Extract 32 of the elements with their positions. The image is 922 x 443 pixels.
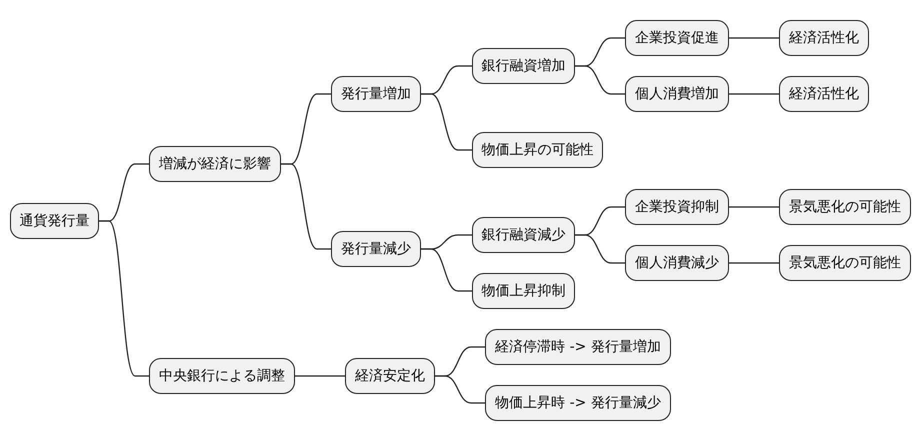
- topic-box: 企業投資促進: [625, 20, 729, 56]
- connector-line: [421, 248, 472, 292]
- topic-box: 銀行融資増加: [472, 48, 575, 84]
- topic-box: 個人消費減少: [625, 245, 729, 281]
- topic-box: 物価上昇時 -> 発行量減少: [485, 385, 671, 421]
- topic-box: 経済活性化: [779, 76, 869, 112]
- connector-line: [295, 375, 345, 377]
- connector-line: [421, 93, 472, 151]
- connector-line: [281, 163, 331, 250]
- connector-line: [729, 93, 779, 95]
- connector-line: [575, 65, 625, 95]
- topic-box: 経済安定化: [345, 358, 435, 394]
- connector-line: [575, 234, 625, 264]
- topic-box: 企業投資抑制: [625, 189, 729, 225]
- topic-box: 経済停滞時 -> 発行量増加: [485, 329, 671, 365]
- topic-box: 発行量減少: [331, 231, 421, 267]
- connector-line: [99, 220, 149, 377]
- topic-box: 物価上昇抑制: [472, 273, 575, 309]
- topic-box: 中央銀行による調整: [149, 358, 295, 394]
- topic-box: 通貨発行量: [10, 203, 99, 239]
- connector-line: [729, 206, 779, 208]
- connector-line: [435, 375, 485, 404]
- topic-box: 景気悪化の可能性: [779, 189, 911, 225]
- connector-line: [729, 262, 779, 264]
- topic-box: 増減が経済に影響: [149, 146, 281, 182]
- connector-line: [729, 37, 779, 39]
- topic-box: 物価上昇の可能性: [472, 132, 603, 168]
- topic-box: 個人消費増加: [625, 76, 729, 112]
- topic-box: 経済活性化: [779, 20, 869, 56]
- topic-box: 景気悪化の可能性: [779, 245, 911, 281]
- topic-box: 銀行融資減少: [472, 217, 575, 253]
- topic-box: 発行量増加: [331, 76, 421, 112]
